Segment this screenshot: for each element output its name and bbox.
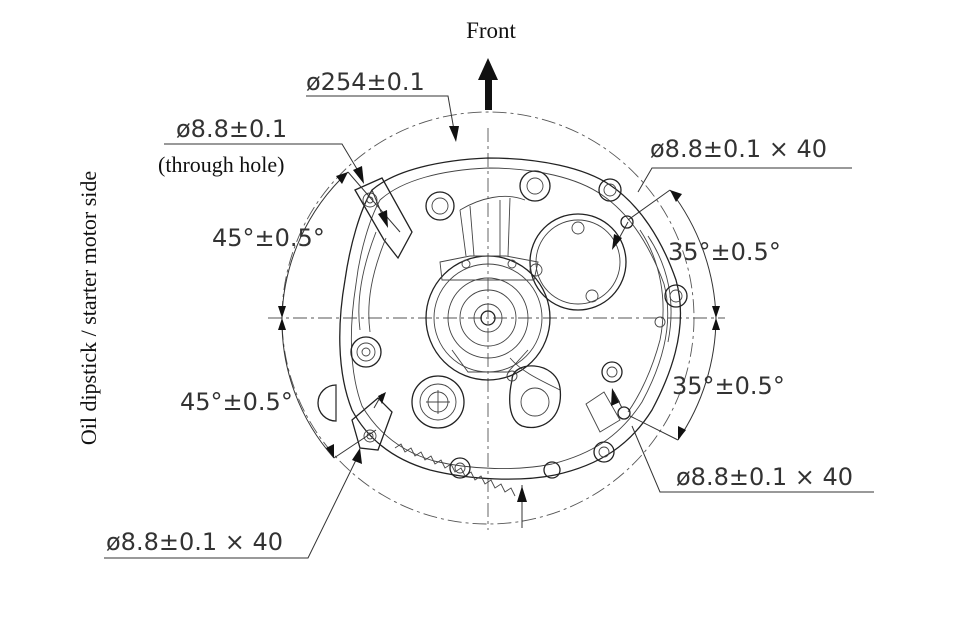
outer-diameter-dimension: ø254±0.1 bbox=[306, 68, 425, 96]
top-left-hole-dimension: ø8.8±0.1 bbox=[176, 115, 287, 143]
angle-upper-right: 35°±0.5° bbox=[668, 238, 781, 266]
bottom-left-hole-dimension: ø8.8±0.1 × 40 bbox=[106, 528, 283, 556]
leader-lines bbox=[104, 95, 874, 559]
angle-upper-left: 45°±0.5° bbox=[212, 224, 325, 252]
center-lines bbox=[268, 128, 725, 530]
internal-features bbox=[358, 195, 627, 433]
bottom-right-hole-dimension: ø8.8±0.1 × 40 bbox=[676, 463, 853, 491]
angle-dimensions bbox=[278, 171, 720, 459]
housing-outline bbox=[339, 157, 682, 497]
top-right-hole-dimension: ø8.8±0.1 × 40 bbox=[650, 135, 827, 163]
side-label: Oil dipstick / starter motor side bbox=[76, 171, 101, 445]
mounting-bosses bbox=[317, 170, 688, 479]
front-arrow bbox=[478, 58, 498, 110]
angle-lower-right: 35°±0.5° bbox=[672, 372, 785, 400]
front-label: Front bbox=[466, 18, 516, 43]
bolt-circle bbox=[281, 111, 695, 525]
angle-lower-left: 45°±0.5° bbox=[180, 388, 293, 416]
through-hole-note: (through hole) bbox=[158, 152, 284, 177]
